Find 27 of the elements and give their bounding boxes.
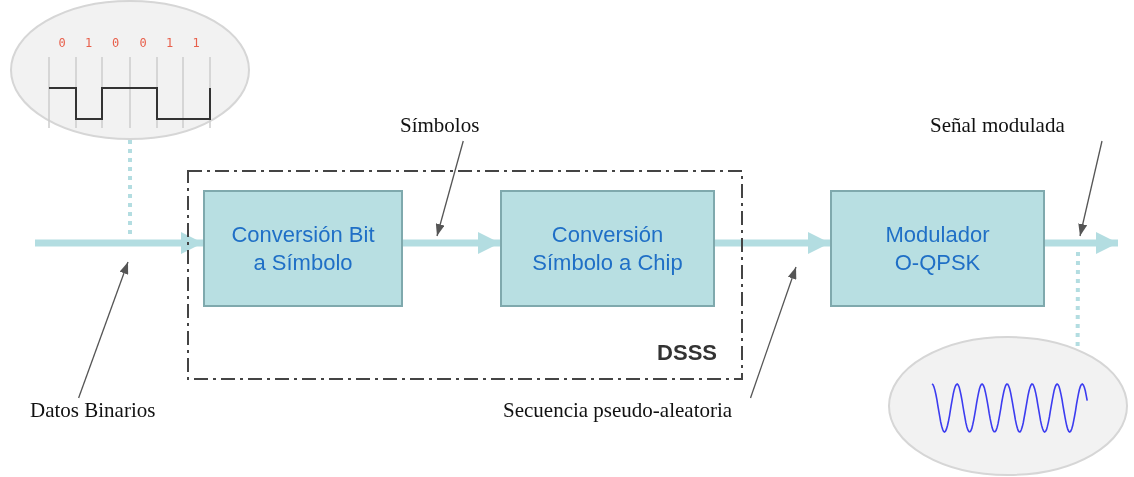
annotation-label: Símbolos: [400, 113, 480, 137]
annotation-label: Datos Binarios: [30, 398, 156, 422]
binary-signal-bubble: [10, 0, 250, 140]
flow-arrow: [715, 232, 830, 254]
process-label: Modulador O-QPSK: [884, 220, 991, 277]
process-label: Conversión Bit a Símbolo: [230, 220, 376, 277]
bit-label: 0: [112, 36, 120, 50]
bit-label: 1: [166, 36, 174, 50]
flow-arrow: [403, 232, 500, 254]
bit-label: 0: [58, 36, 66, 50]
process-label: Conversión Símbolo a Chip: [531, 220, 684, 277]
bit-label: 0: [139, 36, 147, 50]
process-box: [830, 190, 1045, 307]
leader-line: [749, 266, 797, 399]
bit-label: 1: [85, 36, 93, 50]
annotation-label: Secuencia pseudo-aleatoria: [503, 398, 733, 422]
process-box: [500, 190, 715, 307]
process-box: [203, 190, 403, 307]
waveform-drawing: [888, 336, 1128, 476]
leader-line: [435, 140, 464, 237]
dotted-connector: [1075, 252, 1080, 349]
leader-line: [1078, 140, 1103, 237]
group-label: DSSS: [657, 340, 717, 366]
dashed-group-box: [187, 170, 743, 380]
leader-line: [77, 261, 129, 399]
bit-label: 1: [192, 36, 200, 50]
annotation-label: Señal modulada: [930, 113, 1065, 137]
